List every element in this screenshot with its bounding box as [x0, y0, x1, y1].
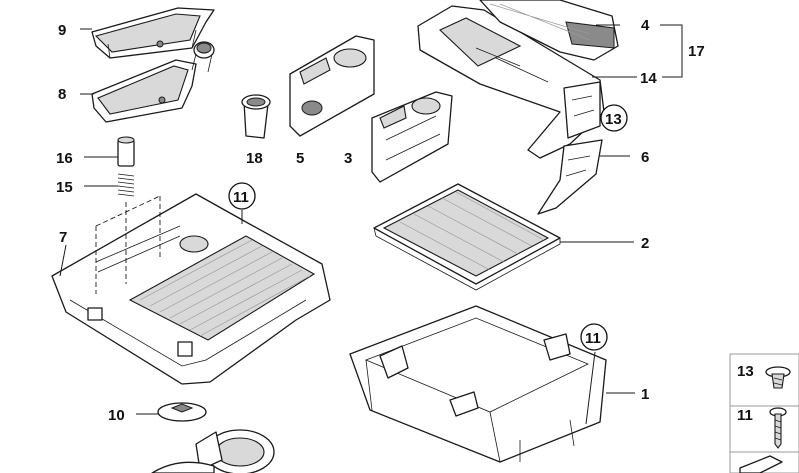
callout-10: 10 [108, 407, 125, 424]
callout-11-lower: 11 [585, 330, 601, 347]
part-1-box [349, 305, 607, 463]
callout-3: 3 [344, 150, 352, 167]
part-3-panel [371, 91, 453, 183]
callout-6: 6 [641, 149, 649, 166]
leader-lines [59, 24, 683, 425]
part-15-spring [117, 173, 135, 197]
part-4-armrest-lid [479, 0, 619, 61]
alignment-lines [95, 195, 161, 294]
part-7-frame [51, 193, 331, 385]
screw-11-icon [769, 407, 787, 449]
part-18-insert [241, 94, 271, 139]
callout-circle-13 [600, 104, 628, 132]
callout-4: 4 [641, 17, 650, 34]
part-8-tray [91, 41, 215, 123]
screw-13-icon [765, 366, 791, 389]
callout-1: 1 [641, 386, 649, 403]
part-9-tray [91, 7, 215, 59]
side-panel-label-13: 13 [737, 363, 754, 380]
callout-11-top: 11 [233, 189, 249, 206]
callout-9: 9 [58, 22, 66, 39]
callout-16: 16 [56, 150, 73, 167]
part-2-mat [373, 183, 561, 291]
part-6-bracket [537, 139, 603, 215]
callout-13: 13 [605, 111, 622, 128]
callout-circle-11-top [228, 182, 256, 210]
callout-circle-11-lower [580, 323, 608, 351]
part-16-cylinder [117, 136, 135, 167]
side-panel-label-11: 11 [737, 407, 753, 424]
callout-14: 14 [640, 70, 657, 87]
part-lower-discs [151, 429, 275, 473]
callout-5: 5 [296, 150, 304, 167]
callout-8: 8 [58, 86, 66, 103]
part-5-panel [289, 35, 375, 137]
part-14-armrest-base [417, 5, 605, 159]
callout-15: 15 [56, 179, 73, 196]
callout-2: 2 [641, 235, 649, 252]
callout-17: 17 [688, 43, 705, 60]
callout-18: 18 [246, 150, 263, 167]
part-10-cap [157, 402, 207, 422]
callout-7: 7 [59, 229, 67, 246]
partial-part-icon [739, 455, 783, 473]
